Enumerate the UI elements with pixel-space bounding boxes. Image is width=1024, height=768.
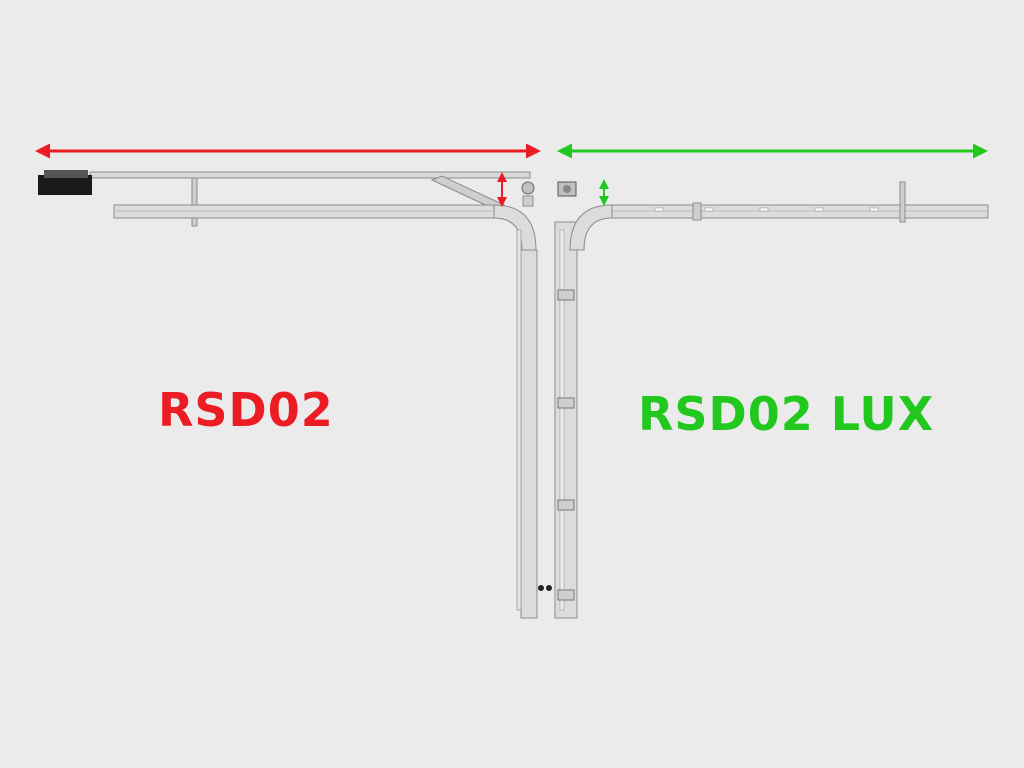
- curved-track: [493, 204, 537, 251]
- model-label-rsd02: RSD02: [158, 383, 334, 437]
- opener-motor: [38, 175, 92, 195]
- rsd02-track-system: [38, 170, 552, 619]
- pulley: [521, 181, 535, 195]
- model-label-rsd02-lux: RSD02 LUX: [638, 387, 935, 441]
- opener-rail: [89, 171, 531, 179]
- rsd02-lux-track-system: [554, 179, 989, 619]
- rail-hanger-lux: [899, 181, 906, 223]
- vertical-track-lux: [554, 221, 578, 619]
- vertical-track: [520, 249, 538, 619]
- rail-hanger: [191, 177, 198, 227]
- curved-track-lux: [569, 204, 613, 251]
- opener-motor-top: [44, 170, 88, 178]
